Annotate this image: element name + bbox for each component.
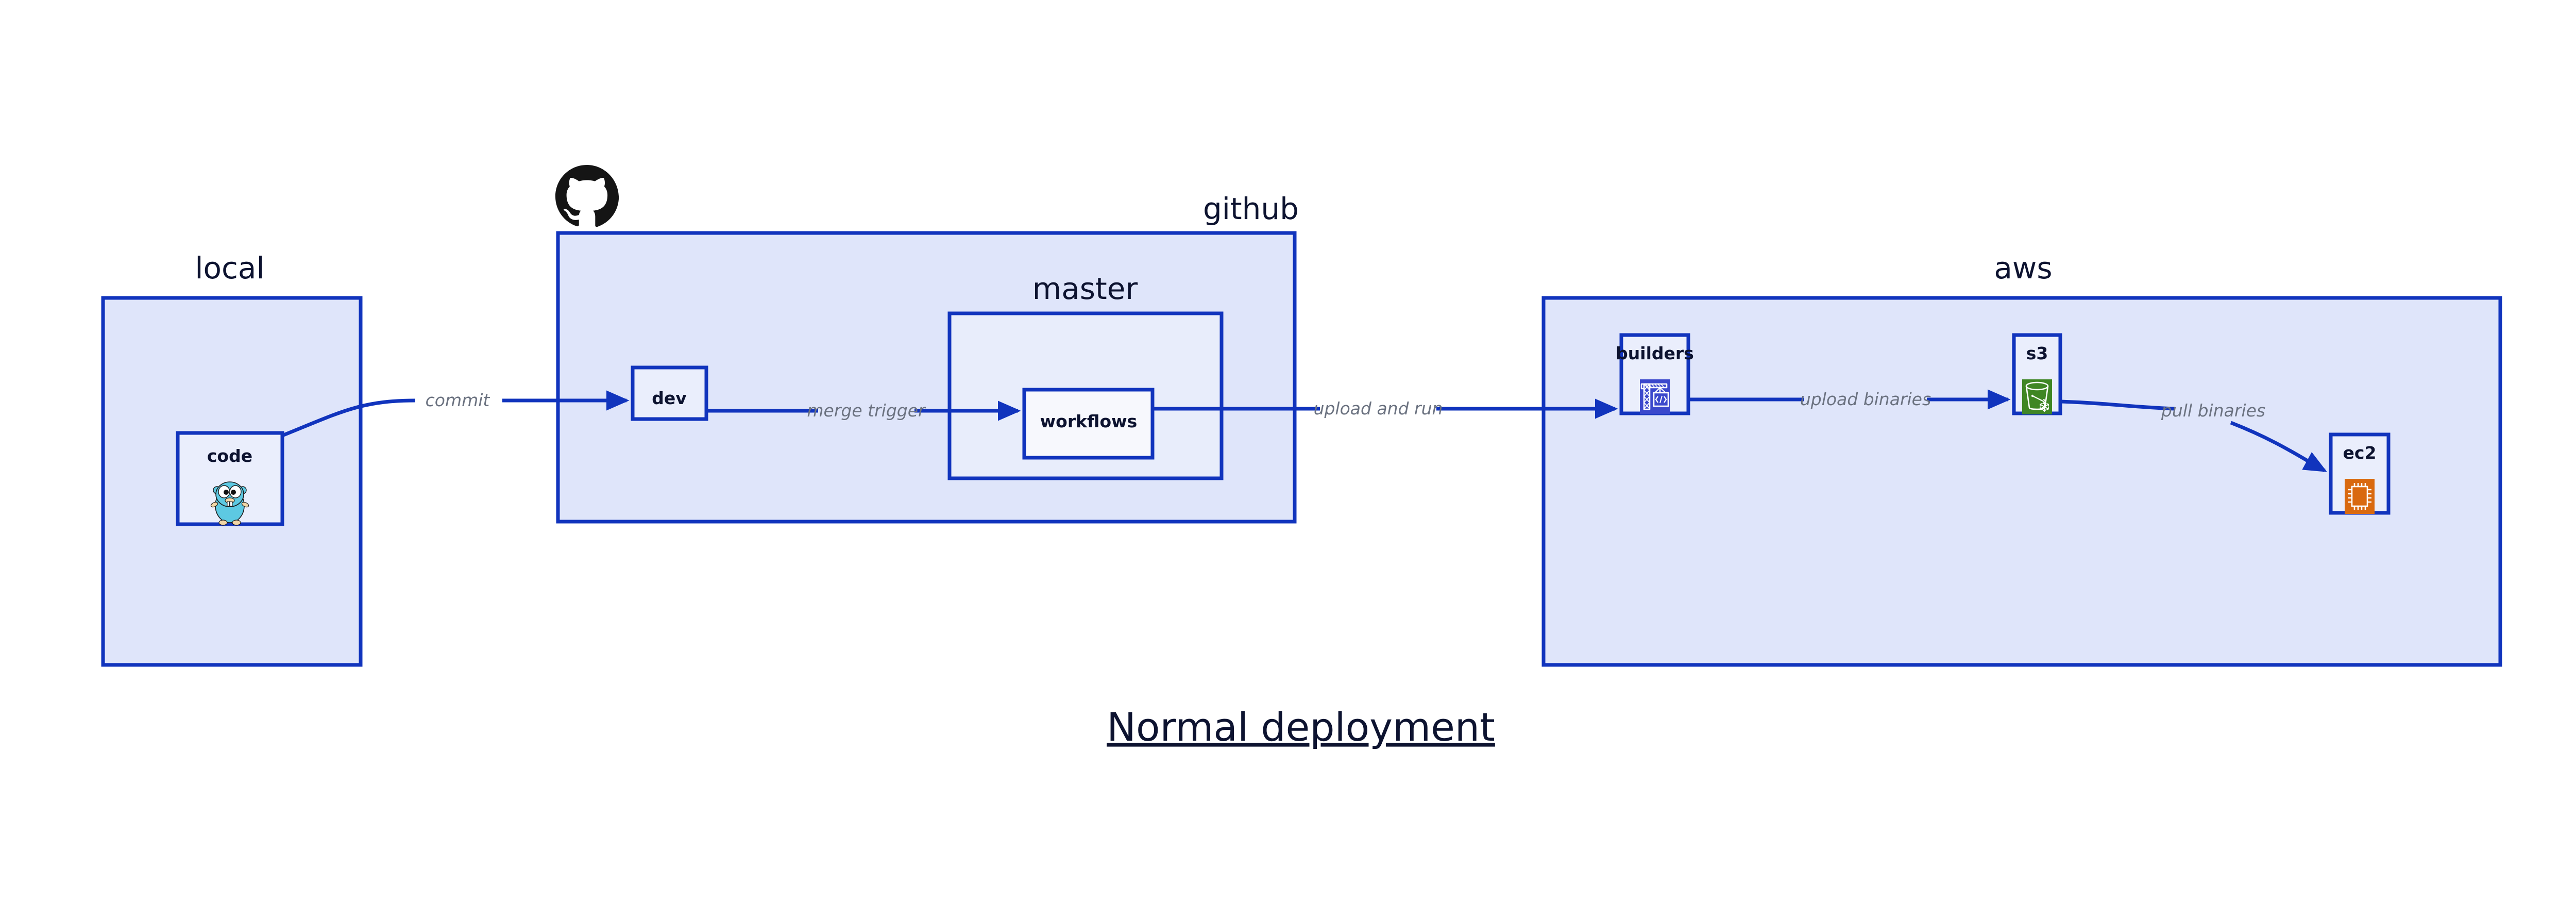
node-label-dev: dev (652, 388, 687, 408)
node-label-builders: builders (1616, 343, 1694, 363)
edge-label-upload-binaries: upload binaries (1800, 389, 1931, 409)
edges: commit merge trigger upload and run uplo… (281, 389, 2327, 473)
node-label-s3: s3 (2026, 343, 2048, 363)
group-label-github: github (1203, 191, 1299, 226)
edge-pull-binaries-line-1[interactable] (2060, 399, 2176, 411)
node-workflows-box[interactable] (1022, 388, 1155, 460)
edge-label-merge-trigger: merge trigger (807, 400, 926, 421)
github-octocat-icon (555, 165, 619, 227)
node-dev[interactable]: dev (631, 365, 708, 421)
node-builders[interactable]: builders (1616, 333, 1694, 415)
aws-codebuild-icon (1640, 379, 1670, 414)
group-labels: local github master aws (195, 191, 2052, 306)
group-containers (101, 231, 2502, 667)
node-code[interactable]: code (176, 431, 284, 526)
node-label-workflows: workflows (1040, 411, 1138, 431)
group-label-local: local (195, 250, 264, 286)
node-label-ec2: ec2 (2343, 443, 2377, 463)
node-builders-box[interactable] (1619, 333, 1690, 415)
edge-label-upload-and-run: upload and run (1314, 398, 1443, 419)
go-gopher-icon (210, 481, 249, 526)
node-dev-box[interactable] (631, 365, 708, 421)
aws-ec2-icon (2345, 479, 2375, 514)
group-label-master: master (1032, 271, 1138, 306)
edge-pull-binaries-line-2[interactable] (2230, 421, 2327, 473)
group-label-aws: aws (1994, 250, 2052, 286)
edge-label-pull-binaries: pull binaries (2161, 400, 2265, 421)
node-s3[interactable]: s3 (2012, 333, 2062, 415)
aws-s3-glacier-icon (2022, 379, 2052, 414)
node-ec2[interactable]: ec2 (2329, 432, 2391, 515)
page-title: Normal deployment (1107, 704, 1495, 750)
node-workflows[interactable]: workflows (1022, 388, 1155, 460)
node-label-code: code (207, 446, 252, 466)
edge-commit-line[interactable] (281, 398, 416, 438)
nodes: code (176, 333, 2391, 526)
edge-label-commit: commit (426, 390, 490, 410)
